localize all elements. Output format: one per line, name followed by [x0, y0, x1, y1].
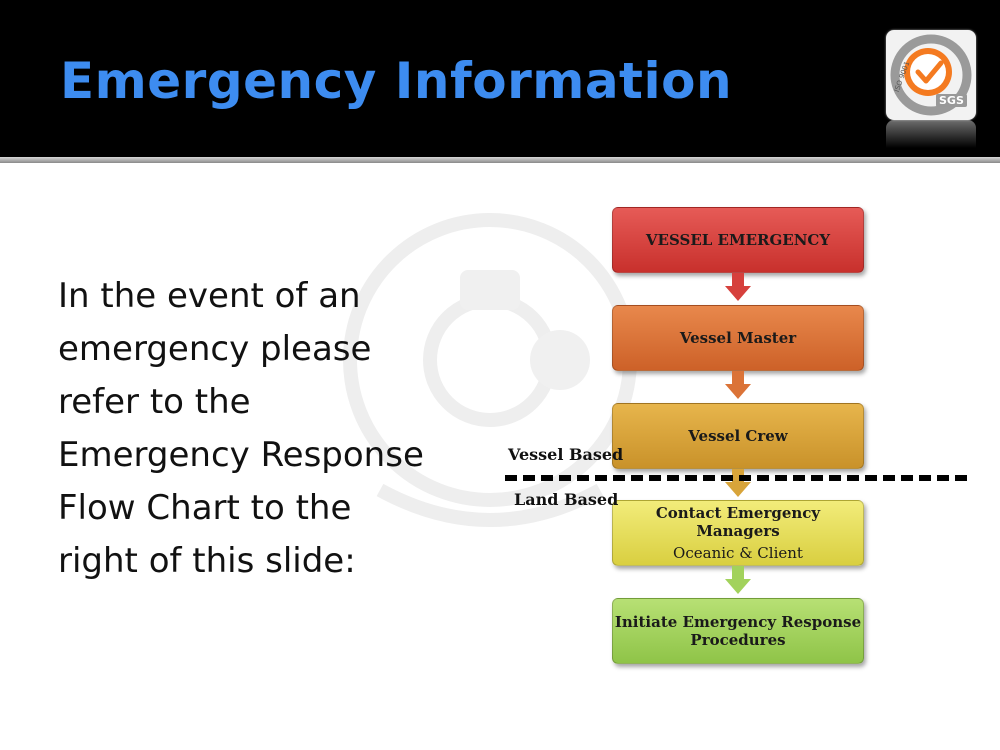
flow-arrow-down-icon [725, 371, 751, 399]
flow-arrow-down-icon [725, 273, 751, 301]
instruction-line: Emergency Response [58, 435, 424, 475]
flow-step-vessel-master: Vessel Master [612, 305, 864, 371]
instruction-line: Flow Chart to the [58, 488, 352, 528]
flow-step-label: Vessel Master [679, 329, 797, 347]
flow-step-label: Contact Emergency Managers [655, 504, 821, 540]
flow-step-vessel-crew: Vessel Crew [612, 403, 864, 469]
instruction-line: right of this slide: [58, 541, 356, 581]
land-based-label: Land Based [514, 490, 619, 509]
vessel-based-label: Vessel Based [508, 445, 624, 464]
flow-step-label: VESSEL EMERGENCY [645, 231, 831, 249]
badge-reflection [886, 120, 976, 148]
flow-step-vessel-emergency: VESSEL EMERGENCY [612, 207, 864, 273]
header-divider [0, 157, 1000, 163]
vessel-land-divider [505, 475, 967, 481]
flow-step-label: Initiate Emergency Response Procedures [614, 613, 862, 649]
diving-helmet-watermark [343, 213, 637, 527]
sgs-logo: SGS [936, 94, 967, 107]
flow-step-label: Vessel Crew [688, 427, 788, 445]
title-bar: Emergency Information [0, 0, 1000, 157]
flow-step-sublabel: Oceanic & Client [673, 544, 803, 562]
slide-title: Emergency Information [60, 52, 733, 110]
flow-arrow-down-icon [725, 566, 751, 594]
instruction-line: refer to the [58, 382, 251, 422]
flow-step-initiate-emergency-response: Initiate Emergency Response Procedures [612, 598, 864, 664]
instruction-line: emergency please [58, 329, 372, 369]
instruction-line: In the event of an [58, 276, 361, 316]
certification-check-icon: ISO 9001 [890, 34, 972, 116]
flow-step-contact-emergency-managers: Contact Emergency Managers Oceanic & Cli… [612, 500, 864, 566]
flow-arrow-down-icon [725, 469, 751, 497]
instruction-text: In the event of an emergency please refe… [58, 270, 424, 588]
certification-badge: ISO 9001 SGS [886, 30, 976, 120]
